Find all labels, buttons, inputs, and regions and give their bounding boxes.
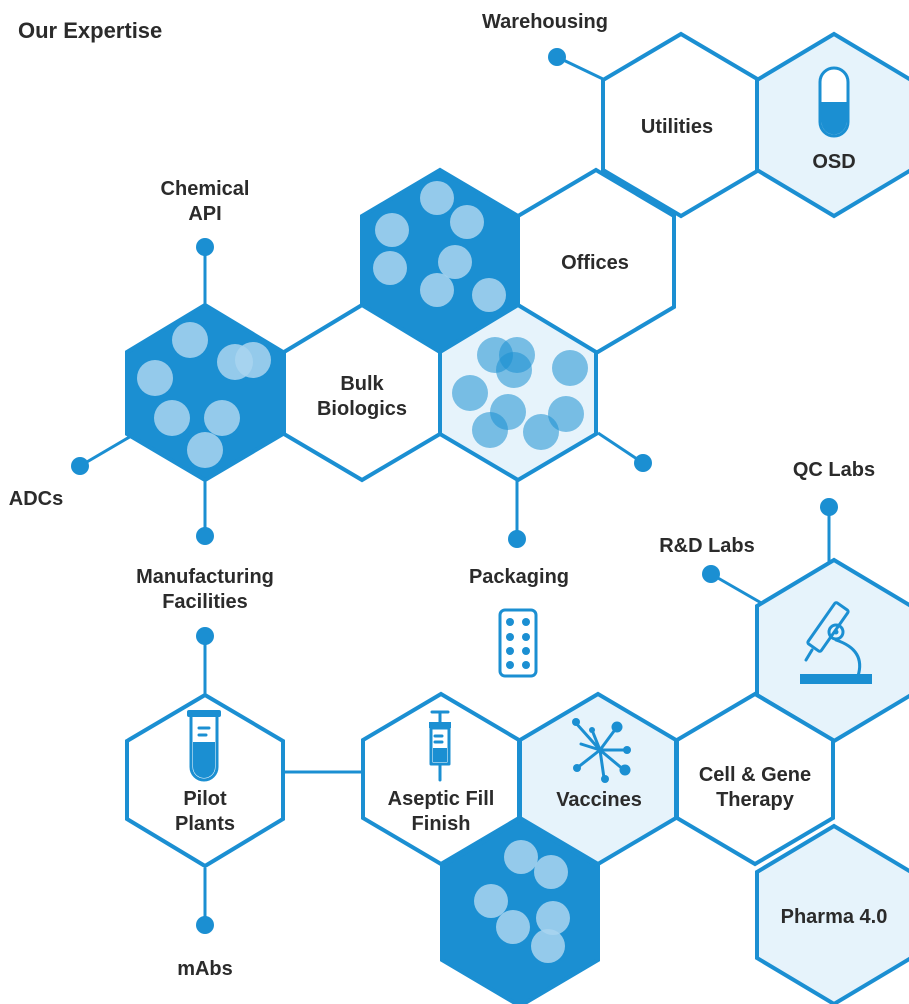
connector-dot bbox=[508, 530, 526, 548]
label-manufacturing-line1: Manufacturing bbox=[136, 566, 274, 588]
label-warehousing: Warehousing bbox=[482, 11, 608, 33]
label-chemical-line2: API bbox=[188, 203, 221, 225]
bubbles-dark-top bbox=[373, 181, 506, 312]
connector-dot bbox=[196, 916, 214, 934]
label-pilot-line2: Plants bbox=[175, 813, 235, 835]
bubbles-dark-left bbox=[137, 322, 271, 468]
label-utilities: Utilities bbox=[641, 116, 713, 138]
connector-dot bbox=[71, 457, 89, 475]
label-vaccines: Vaccines bbox=[556, 789, 642, 811]
label-cell-gene-line1: Cell & Gene bbox=[699, 764, 811, 786]
label-pilot-line1: Pilot bbox=[183, 788, 227, 810]
hex-cell-gene bbox=[675, 691, 835, 867]
capsule-icon bbox=[818, 66, 850, 138]
microscope-icon bbox=[800, 601, 872, 684]
tablet-blister-icon bbox=[498, 608, 538, 678]
connector-dot bbox=[196, 527, 214, 545]
connector-dot bbox=[196, 627, 214, 645]
connector-dot bbox=[702, 565, 720, 583]
label-osd: OSD bbox=[812, 151, 855, 173]
connector-dot bbox=[820, 498, 838, 516]
label-rd-labs: R&D Labs bbox=[659, 535, 755, 557]
label-adcs: ADCs bbox=[9, 488, 63, 510]
hex-pharma-40 bbox=[755, 823, 909, 1004]
connector-dot bbox=[634, 454, 652, 472]
label-mabs: mAbs bbox=[177, 958, 233, 980]
label-chemical-line1: Chemical bbox=[161, 178, 250, 200]
label-qc-labs: QC Labs bbox=[793, 459, 875, 481]
bubbles-dark-bottom bbox=[474, 840, 570, 963]
label-packaging: Packaging bbox=[469, 566, 569, 588]
syringe-icon bbox=[429, 710, 451, 782]
label-manufacturing-line2: Facilities bbox=[162, 591, 248, 613]
label-bulk-line2: Biologics bbox=[317, 398, 407, 420]
connector-dot bbox=[548, 48, 566, 66]
test-tube-icon bbox=[187, 710, 221, 782]
label-bulk-line1: Bulk bbox=[340, 373, 384, 395]
page-title: Our Expertise bbox=[18, 18, 162, 43]
connector-dot bbox=[196, 238, 214, 256]
bubbles-light-hex bbox=[452, 337, 588, 450]
label-aseptic-line1: Aseptic Fill bbox=[388, 788, 495, 810]
label-cell-gene-line2: Therapy bbox=[716, 789, 795, 811]
virus-molecule-icon bbox=[572, 718, 631, 783]
connectors bbox=[71, 48, 838, 934]
label-aseptic-line2: Finish bbox=[412, 813, 471, 835]
label-pharma-40: Pharma 4.0 bbox=[781, 906, 888, 928]
label-offices: Offices bbox=[561, 252, 629, 274]
